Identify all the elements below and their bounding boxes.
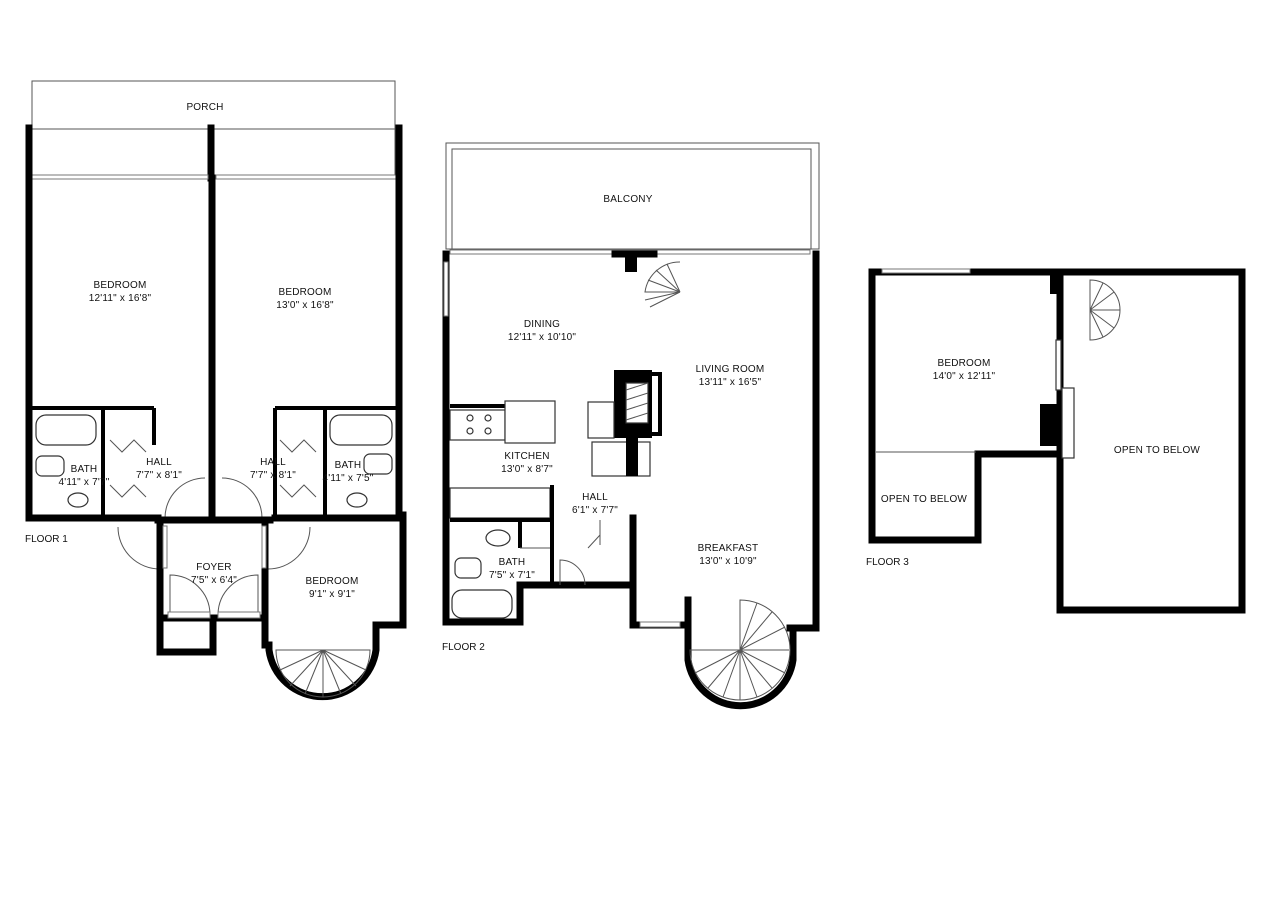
bedroom-b-dims: 13'0" x 16'8" [276,300,334,311]
fireplace [587,370,662,477]
dining-dims: 12'11" x 10'10" [508,332,576,343]
hall-a-name: HALL [146,457,172,468]
floor3-bedroom-dims: 14'0" x 12'11" [933,371,996,382]
bath-b-name: BATH [335,460,362,471]
spiral-stair-floor1 [275,649,371,698]
bath-dims: 7'5" x 7'1" [489,570,535,581]
floor-3-plan: BEDROOM 14'0" x 12'11" OPEN TO BELOW OPE… [866,268,1246,614]
bath-b-dims: 4'11" x 7'5" [323,473,374,484]
bedroom-c-name: BEDROOM [305,576,358,587]
kitchen-name: KITCHEN [504,451,549,462]
bedroom-c-dims: 9'1" x 9'1" [309,589,355,600]
bath-a-dims: 4'11" x 7'7" [59,477,110,488]
bedroom-b-name: BEDROOM [278,287,331,298]
bath-a-name: BATH [71,464,98,475]
spiral-stair-floor2-bottom [689,599,791,701]
floor-2-label: FLOOR 2 [442,642,485,653]
floor-1-plan: PORCH BEDROOM 12'11" x 16'8" BEDROOM 13'… [25,80,407,701]
floor-2-plan: BALCONY DINING 12'11" x 10'10" LIVING RO… [442,142,820,710]
hall-a-dims: 7'7" x 8'1" [136,470,182,481]
kitchen-dims: 13'0" x 8'7" [501,464,553,475]
balcony-label: BALCONY [603,194,652,205]
floor-1-label: FLOOR 1 [25,534,68,545]
foyer-dims: 7'5" x 6'4" [191,575,237,586]
hall-dims: 6'1" x 7'7" [572,505,618,516]
foyer-name: FOYER [196,562,231,573]
porch-label: PORCH [186,102,223,113]
hall-b-dims: 7'7" x 8'1" [250,470,296,481]
breakfast-dims: 13'0" x 10'9" [699,556,757,567]
floor3-bedroom-name: BEDROOM [937,358,990,369]
living-room-dims: 13'11" x 16'5" [699,377,762,388]
bedroom-a-name: BEDROOM [93,280,146,291]
spiral-stair-floor2-top [644,261,681,308]
bath-name: BATH [499,557,526,568]
spiral-stair-floor3 [1089,279,1121,341]
living-room-name: LIVING ROOM [696,364,765,375]
hall-name: HALL [582,492,608,503]
hall-b-name: HALL [260,457,286,468]
bedroom-a-dims: 12'11" x 16'8" [89,293,152,304]
open-to-below-small-label: OPEN TO BELOW [881,494,968,505]
open-to-below-large-label: OPEN TO BELOW [1114,445,1201,456]
breakfast-name: BREAKFAST [698,543,759,554]
floor-3-label: FLOOR 3 [866,557,909,568]
dining-name: DINING [524,319,560,330]
